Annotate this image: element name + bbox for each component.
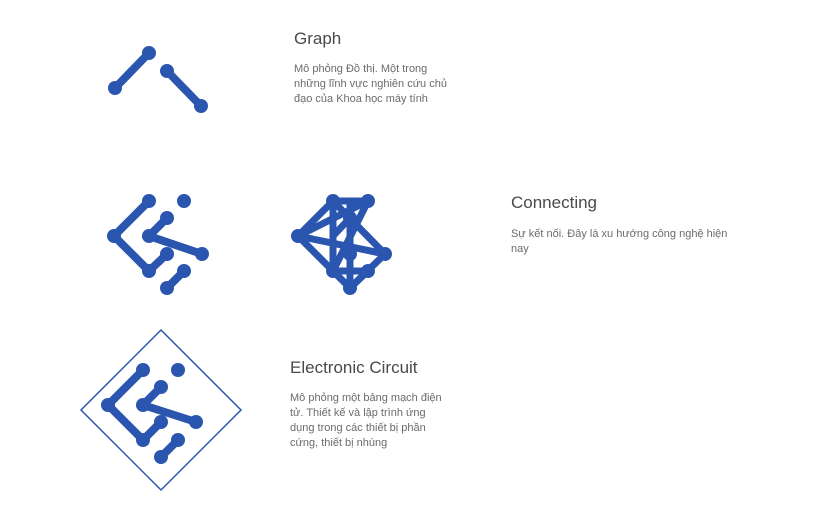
electronic-circuit-icon: [79, 328, 243, 492]
connecting-title: Connecting: [511, 193, 598, 212]
graph-icon: [108, 46, 208, 113]
graph-title: Graph: [294, 29, 342, 48]
graph-description: Mô phỏng Đồ thị. Một trong những lĩnh vự…: [294, 63, 447, 105]
connecting-network-icon: [291, 194, 392, 295]
connecting-description: Sự kết nối. Đây là xu hướng công nghệ hi…: [511, 228, 728, 255]
circuit-title: Electronic Circuit: [290, 358, 418, 377]
circuit-pattern-icon: [107, 194, 209, 295]
circuit-description: Mô phỏng một bảng mạch điện tử. Thiết kế…: [290, 392, 442, 449]
